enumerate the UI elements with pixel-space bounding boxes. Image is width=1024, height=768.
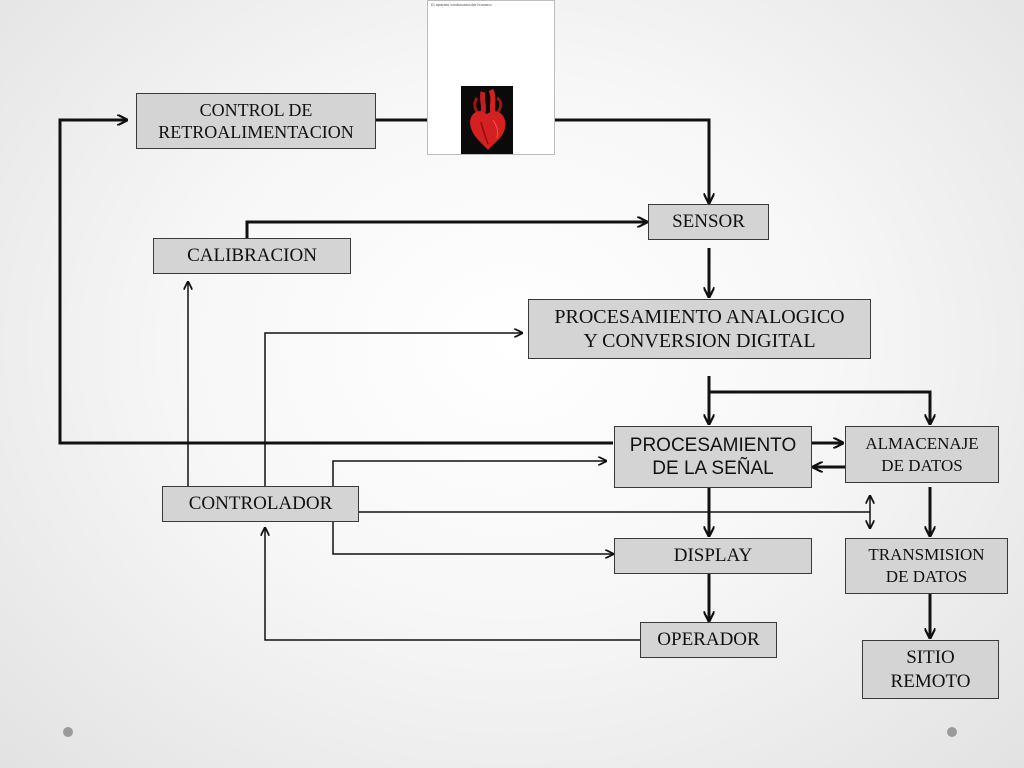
node-almacenaje-datos: ALMACENAJE DE DATOS [845,426,999,483]
node-procesamiento-senal: PROCESAMIENTO DE LA SEÑAL [614,426,812,488]
arrow-controlador-to-analogico [264,333,522,486]
arrow-calibracion-to-sensor [245,222,647,238]
node-procesamiento-analogico: PROCESAMIENTO ANALOGICO Y CONVERSION DIG… [528,299,871,359]
arrow-senal-to-retro [58,120,613,445]
image-caption: El aparato cardiovascular humano [431,2,492,7]
node-display: DISPLAY [614,538,812,574]
heart-anatomy-icon [461,86,513,154]
heart-image-frame: El aparato cardiovascular humano [427,0,555,155]
slide-dot-right [947,727,957,737]
arrow-controlador-to-display [332,522,613,554]
arrow-operador-to-controlador [265,528,640,641]
slide-dot-left [63,727,73,737]
node-controlador: CONTROLADOR [162,486,359,522]
node-operador: OPERADOR [640,622,777,658]
node-transmision-datos: TRANSMISION DE DATOS [845,538,1008,594]
arrow-analogico-to-almacenaje [709,390,930,424]
arrow-controlador-to-senal [332,461,606,486]
node-control-retroalimentacion: CONTROL DE RETROALIMENTACION [136,93,376,149]
node-sitio-remoto: SITIO REMOTO [862,640,999,699]
node-calibracion: CALIBRACION [153,238,351,274]
node-sensor: SENSOR [648,204,769,240]
